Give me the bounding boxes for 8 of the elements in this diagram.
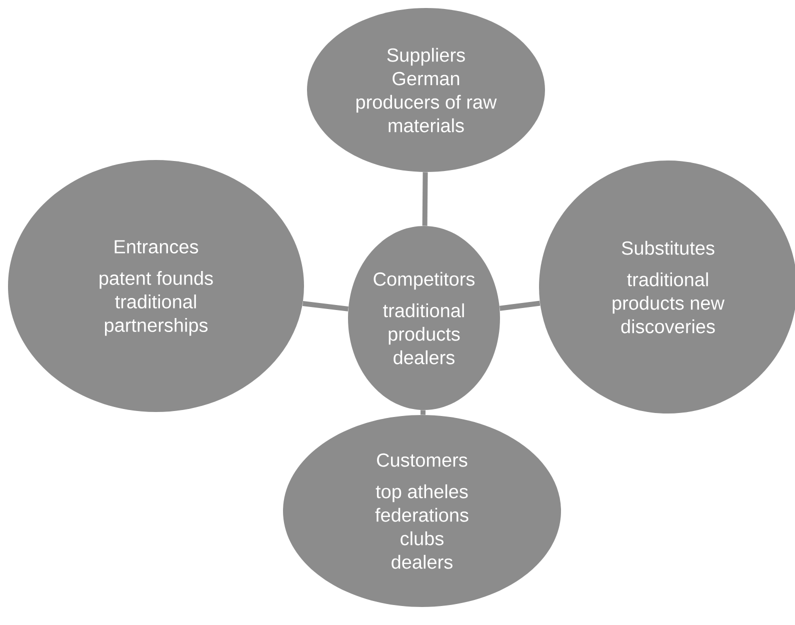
connector-line [499,300,540,311]
ellipse-node: Entrances patent founds traditional partnerships [8,160,304,412]
connector-line [422,172,428,226]
ellipse-node: Customers top atheles federations clubs dealers [283,415,561,607]
connector-line [302,301,348,312]
ellipse-node: Suppliers German producers of raw materials [307,8,545,172]
ellipse-node: Competitors traditional products dealers [348,226,500,410]
connector-line [420,410,426,415]
